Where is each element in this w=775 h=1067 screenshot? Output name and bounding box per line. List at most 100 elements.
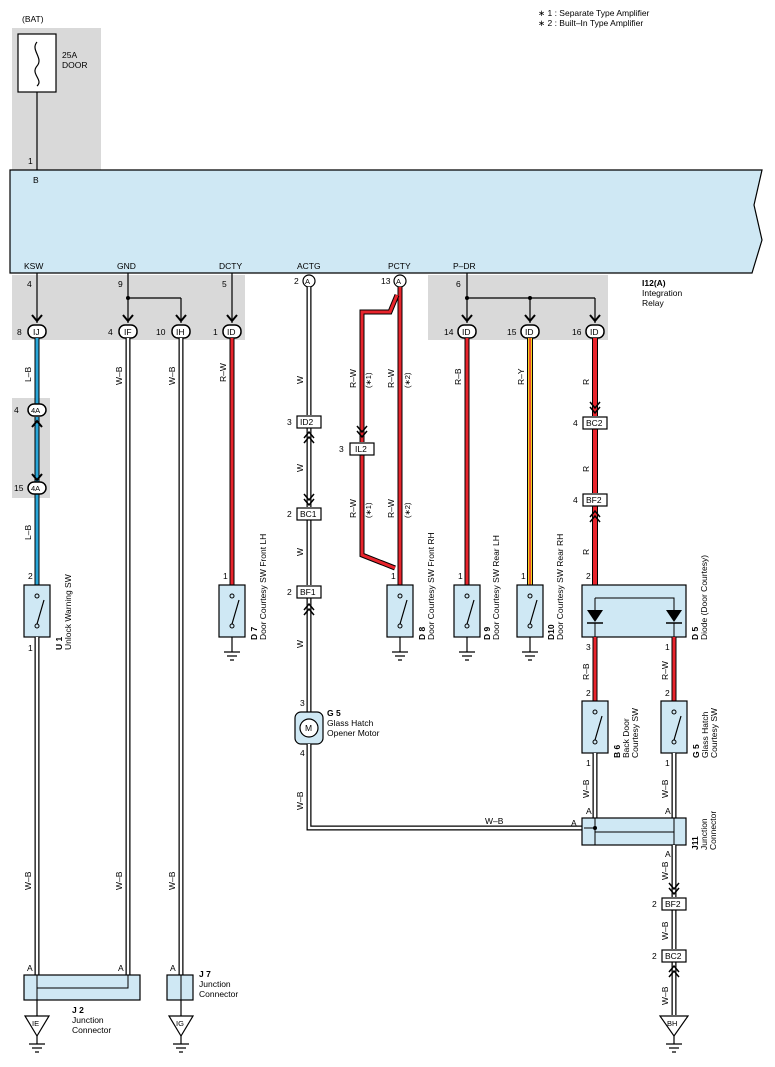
motor-label: M [305, 723, 312, 733]
wire-label-r-3: R [581, 549, 591, 555]
relay-name-1: Integration [642, 288, 682, 298]
connector-4a-upper: 4A [27, 403, 47, 417]
g5-switch-id: G 5 [691, 744, 701, 758]
wire-label-lb-2: L–B [23, 525, 33, 540]
pin-ksw: KSW [24, 261, 43, 271]
motor-icon [299, 718, 319, 738]
pin-num-gnd: 9 [118, 279, 123, 289]
pin-num-bf2-upper: 4 [573, 495, 578, 505]
wire-rw-pcty [359, 287, 403, 585]
pin-num-4a-16: 4 [14, 405, 19, 415]
connector-bf2-lower-label: BF2 [665, 899, 681, 909]
wire-label-rw-3: R–W [386, 369, 396, 388]
pin-num-ij: 8 [17, 327, 22, 337]
ground-ig-icon: IG [167, 1015, 195, 1053]
wire-label-rb-1: R–B [453, 368, 463, 385]
connector-bf2-lower: BF2 [661, 897, 687, 911]
pin-num-bf1: 2 [287, 587, 292, 597]
notes: ∗ 1 : Separate Type Amplifier ∗ 2 : Buil… [538, 8, 649, 28]
pin-num-g5s-1: 1 [665, 758, 670, 768]
j7-name-1: Junction [199, 979, 231, 989]
connector-bc2-upper: BC2 [582, 416, 608, 430]
pin-num-d5-3: 3 [586, 642, 591, 652]
connector-a-pcty-label: A [396, 277, 401, 286]
junction-connector-j7 [166, 974, 194, 1001]
relay-top-pin-num: 1 [28, 156, 33, 166]
j11-id: J11 [690, 836, 700, 850]
connector-bf2-upper: BF2 [582, 493, 608, 507]
wire-label-wb-1: W–B [23, 871, 33, 890]
g5-motor-name-2: Opener Motor [327, 728, 380, 738]
pin-num-bf2-lower: 2 [652, 899, 657, 909]
pin-num-motor-3: 3 [300, 698, 305, 708]
connector-if-label: IF [124, 327, 132, 337]
d5-id: D 5 [690, 627, 700, 641]
connector-ih-label: IH [176, 327, 185, 337]
wire-label-rw-5: R–W [386, 499, 396, 518]
integration-relay-box [9, 169, 763, 274]
connector-bf1: BF1 [296, 585, 322, 599]
connector-id-15-label: ID [525, 327, 534, 337]
pin-dcty: DCTY [219, 261, 242, 271]
connector-bf1-label: BF1 [300, 587, 316, 597]
wire-label-rw-1: R–W [218, 363, 228, 382]
connector-il2: IL2 [349, 442, 375, 456]
pin-num-ih: 10 [156, 327, 166, 337]
pin-num-motor-4: 4 [300, 748, 305, 758]
u1-id: U 1 [54, 637, 64, 651]
wire-label-lb-1: L–B [23, 367, 33, 382]
ground-d8-icon [392, 651, 408, 661]
pin-num-d9-1: 1 [458, 571, 463, 581]
wire-label-wb-12: W–B [660, 986, 670, 1005]
pin-num-id-1: 1 [213, 327, 218, 337]
pin-num-15: 15 [507, 327, 517, 337]
pin-num-bc2-upper: 4 [573, 418, 578, 428]
back-door-courtesy-switch [581, 700, 609, 754]
u1-name: Unlock Warning SW [63, 574, 73, 650]
connector-bc1-label: BC1 [300, 509, 317, 519]
pin-pcty: PCTY [388, 261, 411, 271]
wire-label-star2-1: (∗2) [403, 372, 412, 388]
connector-bc2-upper-label: BC2 [586, 418, 603, 428]
door-courtesy-switch-rear-rh [516, 584, 544, 638]
d7-name: Door Courtesy SW Front LH [258, 534, 268, 640]
j11-pin-a-4: A [665, 849, 671, 859]
connector-if: IF [118, 324, 138, 339]
connector-id-16: ID [585, 324, 605, 339]
d9-name: Door Courtesy SW Rear LH [491, 535, 501, 640]
wire-label-star1-2: (∗1) [364, 502, 373, 518]
door-courtesy-switch-front-lh [218, 584, 246, 638]
d8-id: D 8 [417, 627, 427, 641]
wire-label-wb-10: W–B [660, 861, 670, 880]
fuse-box [17, 33, 57, 93]
bat-label: (BAT) [22, 14, 44, 24]
connector-id-label: ID [227, 327, 236, 337]
ground-d10-icon [522, 651, 538, 661]
pin-num-d5-2: 2 [586, 571, 591, 581]
wire-label-star2-2: (∗2) [403, 502, 412, 518]
d8-name: Door Courtesy SW Front RH [426, 532, 436, 640]
wire-label-rw-4: R–W [348, 499, 358, 518]
connector-il2-label: IL2 [355, 444, 367, 454]
pin-num-b6-1: 1 [586, 758, 591, 768]
b6-name-2: Courtesy SW [630, 708, 640, 758]
pin-num-ksw: 4 [27, 279, 32, 289]
b6-name-1: Back Door [621, 718, 631, 758]
wire-label-w-4: W [295, 640, 305, 648]
wire-label-w-1: W [295, 376, 305, 384]
note-2: ∗ 2 : Built–In Type Amplifier [538, 18, 644, 28]
wire-wb-motor [306, 744, 584, 831]
wire-label-w-2: W [295, 464, 305, 472]
wire-label-ry: R–Y [516, 368, 526, 385]
diode-door-courtesy [581, 584, 687, 638]
connector-bc1: BC1 [296, 507, 322, 521]
wire-label-r-1: R [581, 379, 591, 385]
pin-num-d7-1: 1 [223, 571, 228, 581]
j11-pin-a-2: A [665, 806, 671, 816]
wire-label-rw-6: R–W [660, 661, 670, 680]
connector-id-14-label: ID [462, 327, 471, 337]
wire-label-r-2: R [581, 466, 591, 472]
wire-label-wb-6: W–B [295, 791, 305, 810]
ground-d7-icon [224, 651, 240, 661]
